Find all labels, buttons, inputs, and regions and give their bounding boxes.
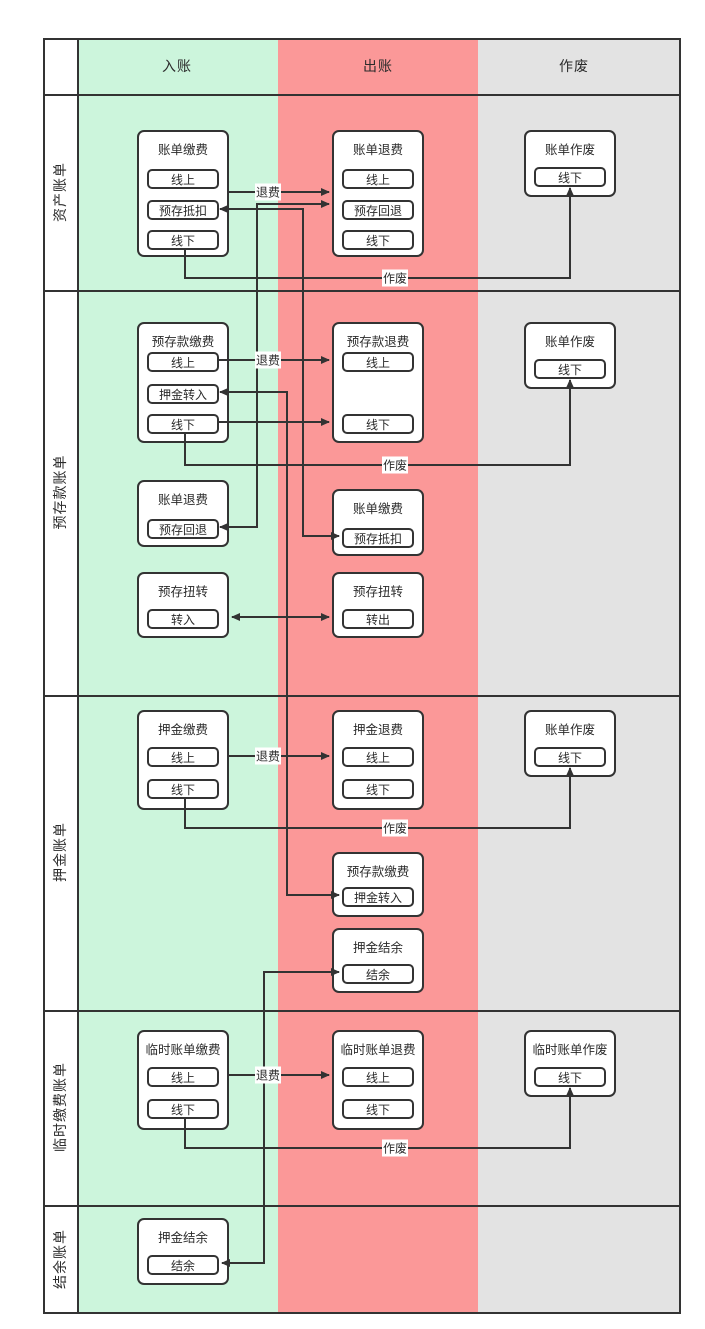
flow-node-deposit-void[interactable]: 账单作废线下 bbox=[524, 710, 616, 777]
flow-node-deposit-to-prepaid[interactable]: 预存款缴费押金转入 bbox=[332, 852, 424, 917]
edge-label: 作废 bbox=[381, 456, 409, 474]
connector-deposit-balance-link bbox=[221, 968, 340, 1267]
flow-subnode-prepaid-refund-0[interactable]: 线上 bbox=[342, 352, 414, 372]
flow-subnode-temp-refund-0[interactable]: 线上 bbox=[342, 1067, 414, 1087]
flow-subnode-prepaid-billpay-0[interactable]: 预存抵扣 bbox=[342, 528, 414, 548]
column-header: 作废 bbox=[559, 59, 589, 75]
flow-node-title: 押金结余 bbox=[157, 1230, 208, 1245]
row-divider bbox=[43, 1205, 681, 1207]
flow-node-title: 临时账单作废 bbox=[532, 1042, 608, 1057]
edge-label: 退费 bbox=[254, 351, 282, 369]
flow-subnode-deposit-void-0[interactable]: 线下 bbox=[534, 747, 606, 767]
edge-label: 作废 bbox=[381, 269, 409, 287]
flow-subnode-prepaid-pay-0[interactable]: 线上 bbox=[147, 352, 219, 372]
flow-subnode-deposit-balance-out-0[interactable]: 结余 bbox=[342, 964, 414, 984]
row-divider bbox=[43, 94, 681, 96]
flow-subnode-asset-pay-0[interactable]: 线上 bbox=[147, 169, 219, 189]
flow-node-title: 临时账单缴费 bbox=[145, 1042, 221, 1057]
connector-deposit-void-arrow bbox=[184, 767, 574, 829]
flow-subnode-deposit-refund-1[interactable]: 线下 bbox=[342, 779, 414, 799]
flow-node-prepaid-void[interactable]: 账单作废线下 bbox=[524, 322, 616, 389]
label-column-divider bbox=[77, 38, 79, 1314]
flow-subnode-asset-refund-2[interactable]: 线下 bbox=[342, 230, 414, 250]
flow-subnode-deposit-refund-0[interactable]: 线上 bbox=[342, 747, 414, 767]
flow-subnode-deposit-to-prepaid-0[interactable]: 押金转入 bbox=[342, 887, 414, 907]
flow-subnode-prepaid-billref-0[interactable]: 预存回退 bbox=[147, 519, 219, 539]
flow-subnode-prepaid-void-0[interactable]: 线下 bbox=[534, 359, 606, 379]
flow-node-prepaid-refund[interactable]: 预存款退费线上线下 bbox=[332, 322, 424, 443]
flow-node-title: 账单作废 bbox=[544, 334, 595, 349]
connector-prepaid-deposit-in bbox=[219, 388, 340, 899]
flow-node-title: 账单作废 bbox=[544, 722, 595, 737]
row-divider bbox=[43, 290, 681, 292]
flow-node-title: 预存款缴费 bbox=[346, 864, 410, 879]
column-header: 入账 bbox=[162, 59, 192, 75]
flow-node-title: 账单缴费 bbox=[157, 142, 208, 157]
flow-subnode-temp-void-0[interactable]: 线下 bbox=[534, 1067, 606, 1087]
row-divider bbox=[43, 695, 681, 697]
flow-subnode-temp-refund-1[interactable]: 线下 bbox=[342, 1099, 414, 1119]
flow-node-title: 临时账单退费 bbox=[340, 1042, 416, 1057]
flow-subnode-prepaid-pay-1[interactable]: 押金转入 bbox=[147, 384, 219, 404]
connector-prepaid-void-arrow bbox=[184, 379, 574, 466]
flow-node-temp-void[interactable]: 临时账单作废线下 bbox=[524, 1030, 616, 1097]
flow-subnode-asset-pay-1[interactable]: 预存抵扣 bbox=[147, 200, 219, 220]
flow-node-prepaid-twist-in[interactable]: 预存扭转转入 bbox=[137, 572, 229, 638]
flow-node-title: 账单作废 bbox=[544, 142, 595, 157]
flow-subnode-prepaid-pay-2[interactable]: 线下 bbox=[147, 414, 219, 434]
flow-node-asset-refund[interactable]: 账单退费线上预存回退线下 bbox=[332, 130, 424, 257]
connector-asset-prepaid-deduct bbox=[219, 205, 340, 540]
flow-node-deposit-refund[interactable]: 押金退费线上线下 bbox=[332, 710, 424, 810]
lane-column-void bbox=[478, 38, 681, 1314]
flow-subnode-deposit-pay-0[interactable]: 线上 bbox=[147, 747, 219, 767]
edge-label: 退费 bbox=[254, 183, 282, 201]
flow-subnode-asset-pay-2[interactable]: 线下 bbox=[147, 230, 219, 250]
flow-node-title: 预存款缴费 bbox=[151, 334, 215, 349]
flow-node-title: 押金结余 bbox=[352, 940, 403, 955]
flow-subnode-prepaid-refund-1[interactable]: 线下 bbox=[342, 414, 414, 434]
flow-subnode-deposit-pay-1[interactable]: 线下 bbox=[147, 779, 219, 799]
flow-node-temp-pay[interactable]: 临时账单缴费线上线下 bbox=[137, 1030, 229, 1130]
flow-node-prepaid-pay[interactable]: 预存款缴费线上押金转入线下 bbox=[137, 322, 229, 443]
connector-temp-void-arrow bbox=[184, 1087, 574, 1149]
flow-node-title: 账单退费 bbox=[352, 142, 403, 157]
flow-node-title: 预存款退费 bbox=[346, 334, 410, 349]
flow-subnode-temp-pay-1[interactable]: 线下 bbox=[147, 1099, 219, 1119]
flow-subnode-prepaid-twist-out-0[interactable]: 转出 bbox=[342, 609, 414, 629]
flow-node-title: 押金缴费 bbox=[157, 722, 208, 737]
connector-asset-void-arrow bbox=[184, 187, 574, 279]
edge-label: 退费 bbox=[254, 747, 282, 765]
flow-subnode-temp-pay-0[interactable]: 线上 bbox=[147, 1067, 219, 1087]
flow-subnode-asset-void-0[interactable]: 线下 bbox=[534, 167, 606, 187]
flow-node-title: 押金退费 bbox=[352, 722, 403, 737]
edge-label: 作废 bbox=[381, 1139, 409, 1157]
flow-subnode-asset-refund-1[interactable]: 预存回退 bbox=[342, 200, 414, 220]
row-divider bbox=[43, 1010, 681, 1012]
flow-node-title: 预存扭转 bbox=[352, 584, 403, 599]
edge-label: 退费 bbox=[254, 1066, 282, 1084]
flow-node-prepaid-twist-out[interactable]: 预存扭转转出 bbox=[332, 572, 424, 638]
flow-node-prepaid-billref[interactable]: 账单退费预存回退 bbox=[137, 480, 229, 547]
flow-node-deposit-pay[interactable]: 押金缴费线上线下 bbox=[137, 710, 229, 810]
flow-subnode-prepaid-twist-in-0[interactable]: 转入 bbox=[147, 609, 219, 629]
flow-node-asset-pay[interactable]: 账单缴费线上预存抵扣线下 bbox=[137, 130, 229, 257]
flow-subnode-balance-in-0[interactable]: 结余 bbox=[147, 1255, 219, 1275]
flow-node-title: 账单缴费 bbox=[352, 501, 403, 516]
flow-node-title: 账单退费 bbox=[157, 492, 208, 507]
flow-node-asset-void[interactable]: 账单作废线下 bbox=[524, 130, 616, 197]
edge-label: 作废 bbox=[381, 819, 409, 837]
table-outer-border bbox=[43, 38, 681, 1314]
column-header: 出账 bbox=[363, 59, 393, 75]
flow-node-title: 预存扭转 bbox=[157, 584, 208, 599]
flow-node-deposit-balance-out[interactable]: 押金结余结余 bbox=[332, 928, 424, 993]
flow-subnode-asset-refund-0[interactable]: 线上 bbox=[342, 169, 414, 189]
flow-node-prepaid-billpay[interactable]: 账单缴费预存抵扣 bbox=[332, 489, 424, 556]
